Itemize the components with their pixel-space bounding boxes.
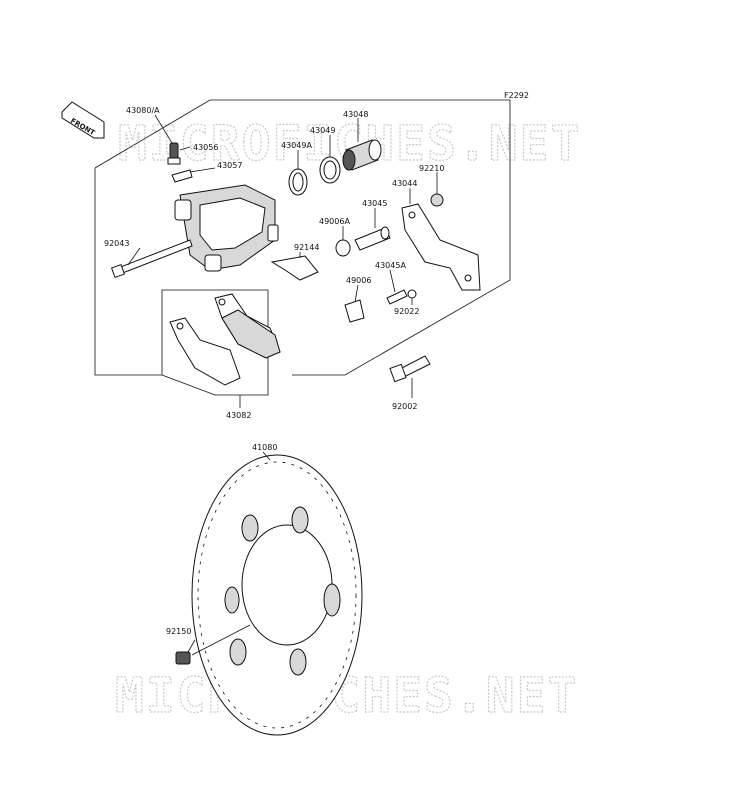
brake-pad-left (169, 317, 241, 386)
leader-lines (127, 114, 438, 656)
pin-43045A (386, 289, 408, 305)
figure-code: F2292 (504, 91, 529, 100)
label-43056: 43056 (193, 143, 218, 152)
brake-disc (191, 454, 363, 736)
bushing-92210 (430, 193, 444, 207)
bleeder-cap (171, 169, 193, 183)
caliper-body (174, 184, 279, 272)
caliper-pin-bolt (110, 239, 193, 279)
label-92150: 92150 (166, 627, 191, 636)
label-49006A: 49006A (319, 217, 350, 226)
boot-49006 (344, 299, 365, 323)
label-49006: 49006 (346, 276, 371, 285)
circlip-92022 (407, 289, 417, 299)
label-92043: 92043 (104, 239, 129, 248)
label-43045: 43045 (362, 199, 387, 208)
caliper-bracket (401, 203, 481, 291)
label-43044: 43044 (392, 179, 417, 188)
piston (342, 139, 382, 171)
boot-49006A (335, 239, 351, 257)
label-92022: 92022 (394, 307, 419, 316)
caliper-assembly-frame (94, 99, 511, 376)
part-labels: 43080/A 43056 43057 43049A 43049 43048 9… (104, 106, 444, 636)
bleeder-valve (167, 142, 181, 165)
label-43080A: 43080/A (126, 106, 160, 115)
watermark-bottom: MICROFICHES.NET (115, 668, 578, 724)
label-43048: 43048 (343, 110, 368, 119)
label-41080: 41080 (252, 443, 277, 452)
label-43082: 43082 (226, 411, 251, 420)
mounting-bolt (389, 355, 431, 383)
label-92144: 92144 (294, 243, 319, 252)
label-43049: 43049 (310, 126, 335, 135)
label-43057: 43057 (217, 161, 242, 170)
label-92210: 92210 (419, 164, 444, 173)
label-92002: 92002 (392, 402, 417, 411)
disc-bolt (175, 651, 191, 665)
brake-pad-right (214, 293, 281, 359)
label-43045A: 43045A (375, 261, 406, 270)
front-arrow-icon: FRONT (61, 101, 105, 139)
pad-spring (270, 255, 319, 281)
label-43049A: 43049A (281, 141, 312, 150)
